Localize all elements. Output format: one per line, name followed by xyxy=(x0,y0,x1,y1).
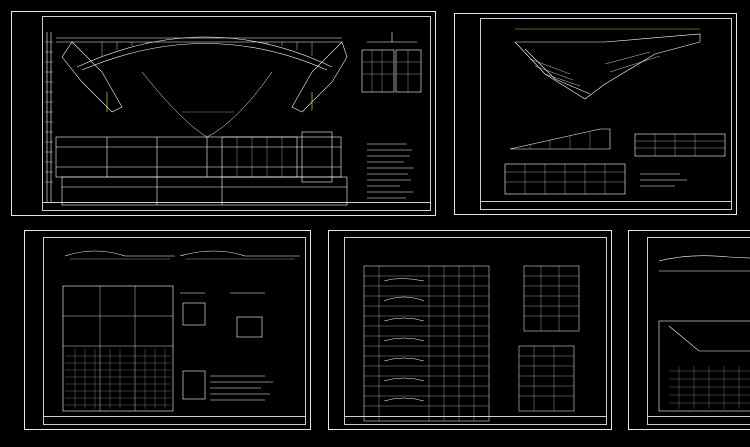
sheet-2-drawing xyxy=(504,28,726,195)
sheet-4-title-block xyxy=(345,416,606,424)
sheet-2-frame xyxy=(480,18,732,210)
sheet-5-drawing xyxy=(658,255,750,412)
sheet-3-drawing xyxy=(62,250,300,412)
sheet-1-frame xyxy=(42,16,431,211)
sheet-4-drawing xyxy=(363,265,580,422)
sheet-1-drawing xyxy=(45,32,422,206)
sheet-2-title-block xyxy=(481,201,731,209)
sheet-4-frame xyxy=(344,237,607,425)
sheet-1-title-block xyxy=(43,202,430,210)
sheet-5-frame xyxy=(647,237,750,425)
sheet-5-title-block xyxy=(648,416,750,424)
drawing-sheet-2[interactable] xyxy=(454,13,737,215)
sheet-3-title-block xyxy=(44,416,305,424)
drawing-sheet-5[interactable] xyxy=(628,230,750,430)
sheet-3-frame xyxy=(43,237,306,425)
drawing-sheet-4[interactable] xyxy=(328,230,612,430)
drawing-sheet-1[interactable] xyxy=(11,11,436,216)
drawing-sheet-3[interactable] xyxy=(24,230,311,430)
